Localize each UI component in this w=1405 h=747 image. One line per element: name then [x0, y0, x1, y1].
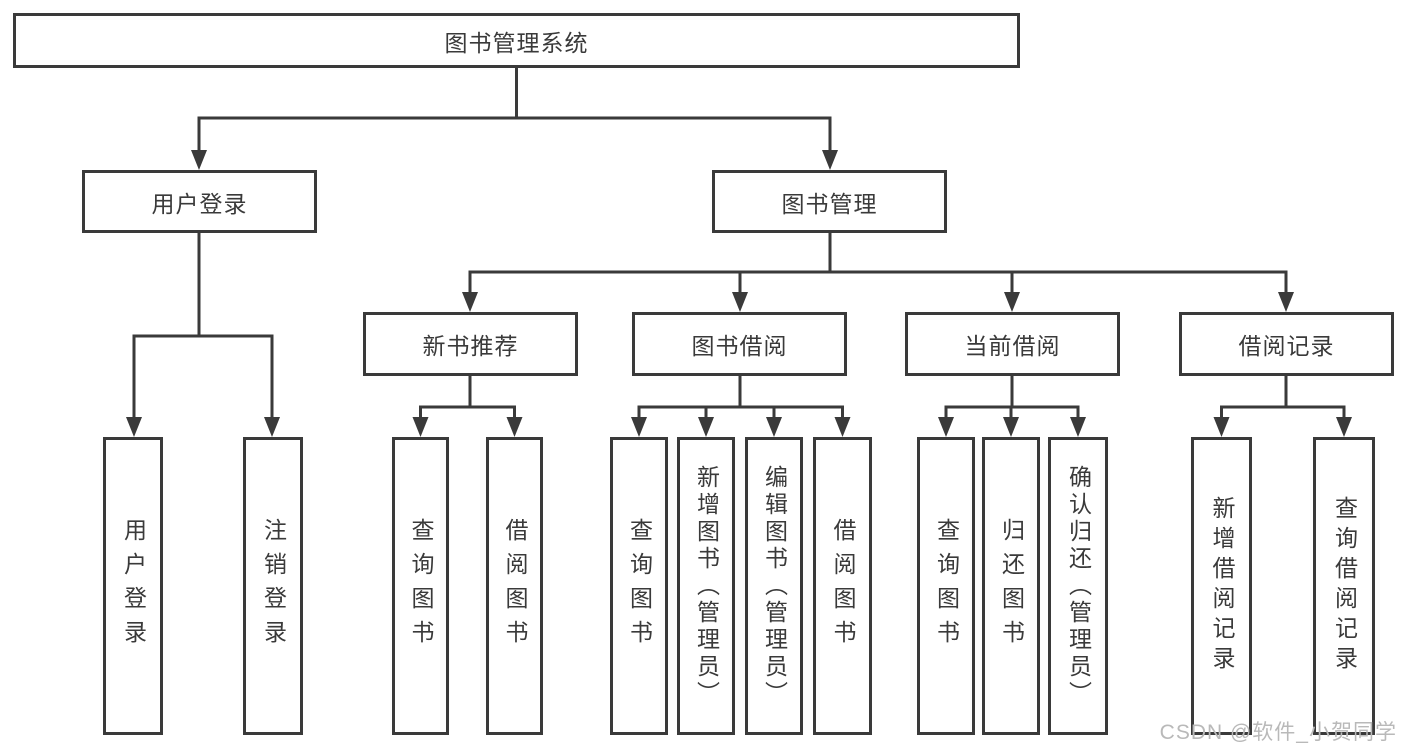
- node-leaf-logout: 注销登录: [243, 437, 303, 735]
- node-leaf-user-login: 用户登录: [103, 437, 163, 735]
- node-leaf-borrow-books-2: 借阅图书: [813, 437, 872, 735]
- node-book-borrowing: 图书借阅: [632, 312, 847, 376]
- node-leaf-add-borrow-record: 新增借阅记录: [1191, 437, 1252, 735]
- node-leaf-return-books: 归还图书: [982, 437, 1040, 735]
- node-user-login-branch: 用户登录: [82, 170, 317, 233]
- node-leaf-query-books-2: 查询图书: [610, 437, 668, 735]
- csdn-watermark: CSDN @软件_小贺同学: [1159, 721, 1397, 744]
- node-borrowing-records: 借阅记录: [1179, 312, 1394, 376]
- node-library-management-system: 图书管理系统: [13, 13, 1020, 68]
- node-leaf-add-books-admin: 新增图书（管理员）: [677, 437, 735, 735]
- node-leaf-edit-books-admin: 编辑图书（管理员）: [745, 437, 803, 735]
- node-book-management-branch: 图书管理: [712, 170, 947, 233]
- node-leaf-borrow-books-1: 借阅图书: [486, 437, 543, 735]
- node-leaf-query-books-3: 查询图书: [917, 437, 975, 735]
- node-leaf-confirm-return-admin: 确认归还（管理员）: [1048, 437, 1108, 735]
- node-current-borrowing: 当前借阅: [905, 312, 1120, 376]
- node-new-book-recommend: 新书推荐: [363, 312, 578, 376]
- node-leaf-query-books-1: 查询图书: [392, 437, 449, 735]
- node-leaf-query-borrow-record: 查询借阅记录: [1313, 437, 1375, 735]
